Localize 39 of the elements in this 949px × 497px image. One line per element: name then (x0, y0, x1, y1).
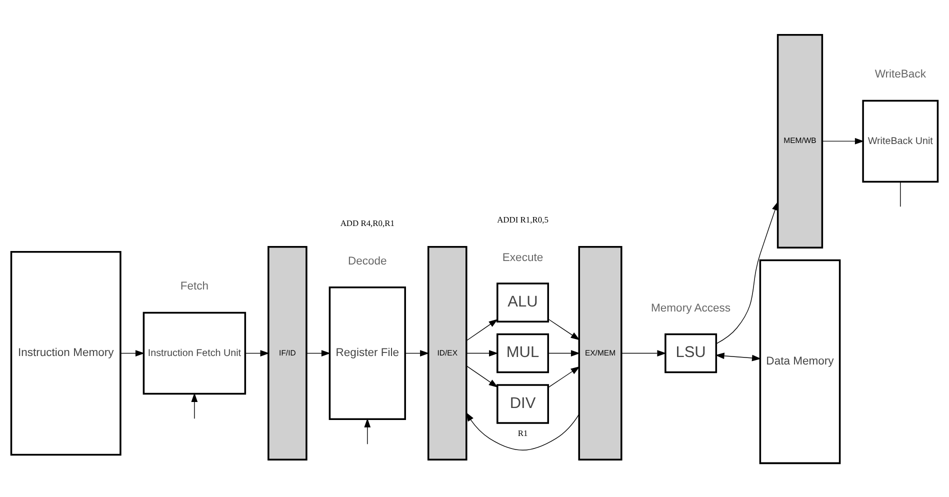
arrow (548, 318, 580, 340)
label: Execute (502, 251, 544, 264)
arrow (120, 350, 145, 356)
node-box: Register File (328, 286, 406, 420)
node-box: WriteBack Unit (862, 99, 939, 182)
node-box: Data Memory (759, 258, 841, 464)
arrow (822, 138, 864, 144)
arrow (466, 412, 580, 450)
label: Fetch (180, 280, 209, 292)
node-box: Instruction Fetch Unit (142, 311, 246, 394)
node-box: LSU (664, 332, 718, 373)
edge-label: R1 (518, 428, 528, 438)
arrow (466, 318, 498, 340)
node-box: MEM/WB (776, 33, 824, 248)
arrow (548, 366, 580, 388)
arrow (548, 350, 580, 356)
arrow (244, 350, 270, 356)
connector (900, 180, 901, 206)
arrow (404, 350, 430, 356)
label: ADDI R1,R0,5 (497, 214, 548, 224)
node-box: IF/ID (268, 246, 308, 460)
label: Decode (348, 254, 387, 267)
arrow (715, 352, 762, 361)
node-box: ALU (496, 282, 549, 322)
arrow (466, 365, 498, 387)
arrow (466, 350, 498, 356)
node-box: Instruction Memory (10, 250, 122, 456)
arrow (191, 392, 198, 418)
arrow (716, 200, 778, 344)
label: WriteBack (874, 68, 926, 80)
node-box: MUL (496, 332, 549, 373)
arrow (364, 418, 371, 444)
node-box: EX/MEM (578, 246, 622, 460)
node-box: ID/EX (427, 246, 468, 460)
arrow (621, 350, 666, 356)
node-box: DIV (496, 384, 549, 424)
label: ADD R4,R0,R1 (340, 217, 394, 228)
arrow (306, 350, 331, 356)
label: Memory Access (651, 302, 731, 314)
